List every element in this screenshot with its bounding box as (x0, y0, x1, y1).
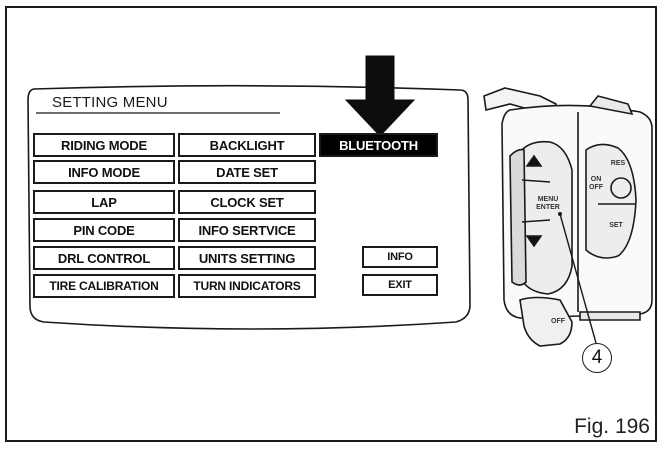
menu-enter-label: MENU ENTER (536, 196, 560, 211)
tire-calibration-button[interactable]: TIRE CALIBRATION (33, 274, 175, 298)
off-label: OFF (551, 318, 565, 325)
figure-label: Fig. 196 (574, 415, 650, 438)
callout-4: 4 (582, 343, 612, 373)
set-label: SET (609, 222, 623, 229)
on-off-label: ON OFF (589, 176, 603, 191)
callout-leader (559, 213, 597, 344)
clock-set-button[interactable]: CLOCK SET (178, 190, 316, 214)
screen-outline (27, 84, 471, 330)
backlight-button[interactable]: BACKLIGHT (178, 133, 316, 157)
date-set-button[interactable]: DATE SET (178, 160, 316, 184)
riding-mode-button[interactable]: RIDING MODE (33, 133, 175, 157)
pin-code-button[interactable]: PIN CODE (33, 218, 175, 242)
info-button[interactable]: INFO (362, 246, 438, 268)
info-service-button[interactable]: INFO SERTVICE (178, 218, 316, 242)
exit-button[interactable]: EXIT (362, 274, 438, 296)
handlebar-switch (483, 87, 653, 347)
down-arrow (344, 55, 416, 137)
units-setting-button[interactable]: UNITS SETTING (178, 246, 316, 270)
info-mode-button[interactable]: INFO MODE (33, 160, 175, 184)
drl-control-button[interactable]: DRL CONTROL (33, 246, 175, 270)
turn-indicators-button[interactable]: TURN INDICATORS (178, 274, 316, 298)
menu-title: SETTING MENU (52, 94, 168, 111)
bluetooth-button[interactable]: BLUETOOTH (319, 133, 438, 157)
res-label: RES (610, 160, 626, 167)
lap-button[interactable]: LAP (33, 190, 175, 214)
figure-frame (5, 6, 657, 442)
